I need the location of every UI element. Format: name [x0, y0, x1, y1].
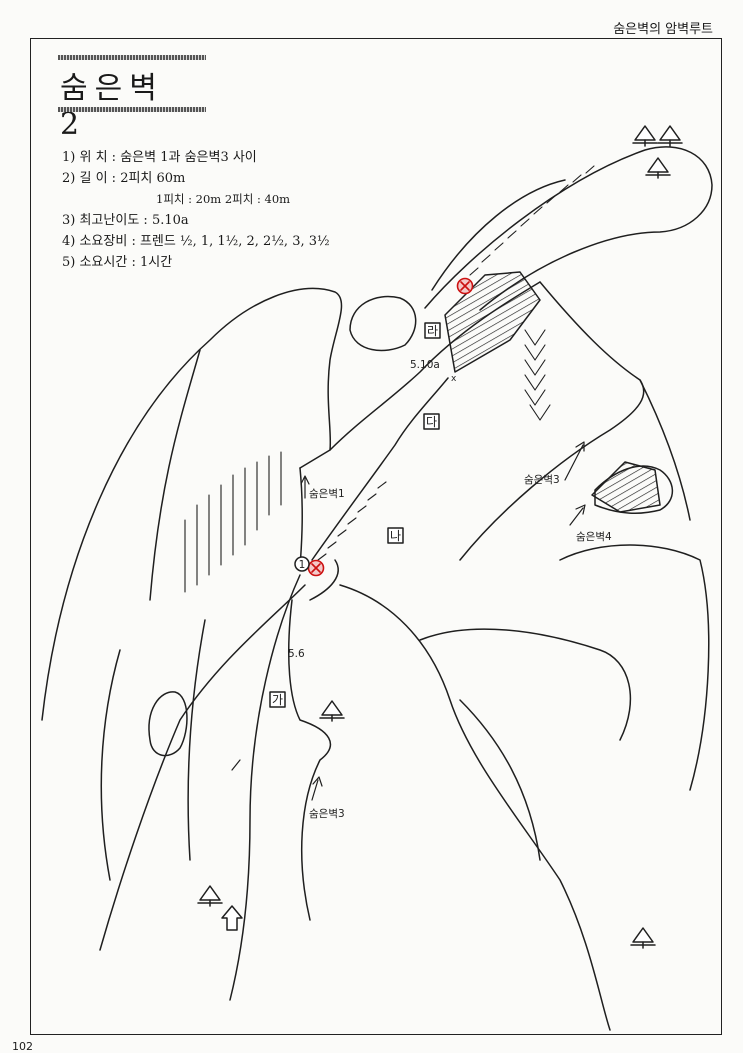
upper-slab-outline	[424, 146, 713, 311]
upper-block	[349, 295, 417, 352]
chevron-marks	[524, 329, 551, 421]
edge-ticks-upper	[469, 165, 595, 276]
point-box-da	[423, 413, 440, 430]
info-gear: 4) 소요장비 : 프렌드 ½, 1, 1½, 2, 2½, 3, 3½	[62, 234, 330, 249]
route-label-wall3-lower: 숨은벽3	[309, 808, 345, 820]
title-rule-top	[58, 55, 206, 60]
edge-ticks-left	[184, 451, 282, 593]
info-pitches: 1피치 : 20m 2피치 : 40m	[156, 192, 291, 206]
grade-upper: 5.10a	[410, 359, 440, 371]
route-label-wall1: 숨은벽1	[309, 488, 345, 500]
route-label-wall3-upper: 숨은벽3	[524, 474, 560, 486]
page-title: 숨은벽 2	[60, 71, 164, 142]
route-label-wall4: 숨은벽4	[576, 531, 612, 543]
valley-line-2	[459, 699, 541, 861]
lower-rock-2	[339, 584, 611, 1031]
belay-marker	[294, 556, 310, 572]
tree-icon	[319, 700, 345, 722]
right-face-2	[459, 379, 645, 561]
tree-icon	[197, 885, 223, 907]
info-time: 5) 소요시간 : 1시간	[62, 255, 173, 270]
point-label-na: 나	[390, 529, 401, 543]
point-box-ra	[424, 322, 441, 339]
left-slabs	[100, 649, 121, 881]
bolt-anchor-icon	[307, 559, 325, 577]
title-block: 숨은벽 2	[58, 55, 206, 142]
edge-ticks-route	[317, 481, 387, 561]
tree-icon	[657, 125, 683, 147]
left-wall-inner	[149, 349, 201, 601]
wall4-face-hatch	[591, 461, 661, 513]
page-number: 102	[12, 1040, 33, 1053]
point-box-na	[387, 527, 404, 544]
point-box-ga	[269, 691, 286, 708]
left-wall-outline	[41, 287, 343, 721]
info-length: 2) 길 이 : 2피치 60m	[62, 171, 186, 186]
tree-icon	[645, 157, 671, 179]
main-ridge-line-2	[311, 377, 449, 561]
buttress-left-2	[229, 574, 301, 1001]
summit-ridge	[431, 179, 566, 291]
buttress-left	[99, 584, 306, 951]
valley-line	[419, 628, 632, 741]
tree-icon	[630, 927, 656, 949]
info-location: 1) 위 치 : 숨은벽 1과 숨은벽3 사이	[62, 150, 257, 165]
lower-rock	[287, 599, 332, 921]
tree-icon	[632, 125, 658, 147]
info-difficulty: 3) 최고난이도 : 5.10a	[62, 213, 189, 228]
point-label-da: 다	[426, 415, 437, 429]
approach-arrow-icon	[221, 905, 243, 931]
right-lower-rock	[559, 544, 710, 791]
header-section-title: 숨은벽의 암벽루트	[613, 22, 713, 37]
page-frame	[30, 38, 722, 1035]
left-slabs-2	[187, 619, 206, 861]
point-label-ra: 라	[427, 324, 438, 338]
direction-arrows	[231, 441, 586, 801]
grade-lower: 5.6	[288, 648, 305, 660]
gully-line	[309, 559, 339, 601]
x-mark: x	[451, 374, 457, 384]
belay-label-1: 1	[299, 559, 306, 571]
bolt-anchor-icon	[456, 277, 474, 295]
title-rule-bottom	[58, 107, 206, 112]
point-label-ga: 가	[272, 693, 283, 707]
upper-face-hatch	[444, 271, 541, 373]
oval-rock	[148, 691, 188, 757]
route-info: 1) 위 치 : 숨은벽 1과 숨은벽3 사이 2) 길 이 : 2피치 60m…	[62, 147, 330, 273]
